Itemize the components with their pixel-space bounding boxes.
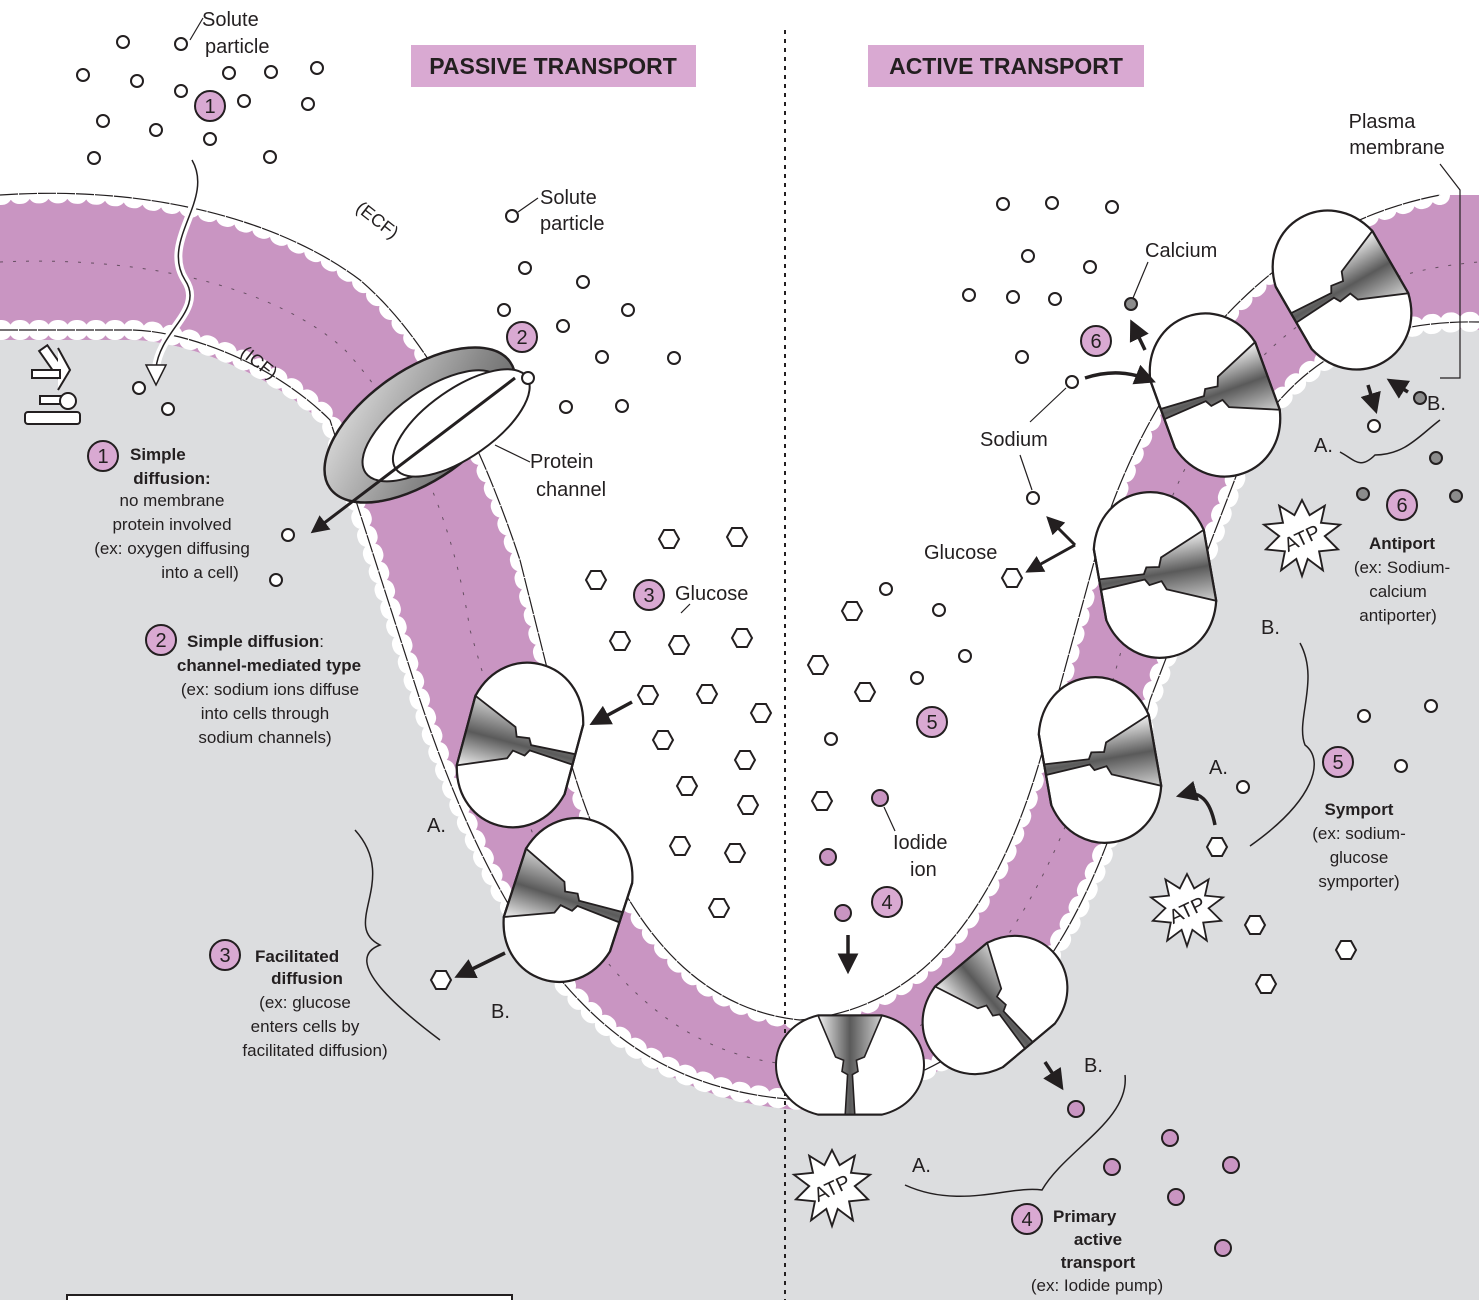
simple-diffusion-title-2: diffusion: (133, 469, 210, 488)
channel-line-2: into cells through (201, 704, 330, 723)
label-b-primary: B. (1084, 1055, 1103, 1077)
badge-4: 4 (881, 892, 892, 914)
antiport-sodium-arrow (1085, 373, 1150, 380)
plasma-membrane-label-b: membrane (1349, 137, 1445, 159)
solute-label-2b: particle (540, 213, 604, 235)
channel-title-1: Simple diffusion: (187, 632, 324, 651)
label-a-facilitated: A. (427, 815, 446, 837)
protein-channel-label-a: Protein (530, 451, 593, 473)
legend-num-2: 2 (155, 630, 166, 652)
label-a-antiport: A. (1314, 435, 1333, 457)
badge-1: 1 (204, 96, 215, 118)
label-a-primary: A. (912, 1155, 931, 1177)
facilitated-title-1: Facilitated (255, 947, 339, 966)
symport-title: Symport (1325, 800, 1394, 819)
plasma-membrane-label-a: Plasma (1349, 111, 1417, 133)
iodide-label-b: ion (910, 859, 937, 881)
primary-title-1: Primary (1053, 1207, 1117, 1226)
antiport-calcium-arrow (1133, 325, 1145, 350)
symport-line-3: symporter) (1318, 872, 1399, 891)
symport-line-2: glucose (1330, 848, 1389, 867)
solute-label-1a: Solute (202, 9, 259, 31)
legend-num-1: 1 (97, 446, 108, 468)
antiport-line-1: (ex: Sodium- (1354, 558, 1450, 577)
badge-6: 6 (1090, 331, 1101, 353)
icf-background (0, 328, 1479, 1300)
simple-diffusion-line-1: no membrane (120, 491, 225, 510)
channel-line-1: (ex: sodium ions diffuse (181, 680, 359, 699)
channel-line-3: sodium channels) (198, 728, 331, 747)
label-b-symport: B. (1261, 617, 1280, 639)
primary-line-1: (ex: Iodide pump) (1031, 1276, 1163, 1295)
facilitated-line-1: (ex: glucose (259, 993, 351, 1012)
simple-diffusion-line-2: protein involved (112, 515, 231, 534)
legend-num-4: 4 (1021, 1209, 1032, 1231)
legend-num-6: 6 (1396, 495, 1407, 517)
glucose-label-active: Glucose (924, 542, 997, 564)
antiport-line-2: calcium (1369, 582, 1427, 601)
antiport-title: Antiport (1369, 534, 1435, 553)
calcium-label: Calcium (1145, 240, 1217, 262)
facilitated-title-2: diffusion (271, 969, 343, 988)
primary-title-2: active (1074, 1230, 1122, 1249)
iodide-pump-a (776, 1015, 924, 1114)
iodide-label-a: Iodide (893, 832, 948, 854)
badge-5: 5 (926, 712, 937, 734)
simple-diffusion-title-1: Simple (130, 445, 186, 464)
badge-3: 3 (643, 585, 654, 607)
label-b-antiport: B. (1427, 393, 1446, 415)
active-heading: ACTIVE TRANSPORT (889, 53, 1123, 79)
facilitated-line-3: facilitated diffusion) (242, 1041, 387, 1060)
symport-line-1: (ex: sodium- (1312, 824, 1406, 843)
badge-2: 2 (516, 327, 527, 349)
glucose-in-arrow (595, 702, 632, 722)
bottom-box (67, 1295, 512, 1300)
passive-heading: PASSIVE TRANSPORT (429, 53, 677, 79)
protein-channel-label-b: channel (536, 479, 606, 501)
legend-num-5: 5 (1332, 752, 1343, 774)
sodium-label: Sodium (980, 429, 1048, 451)
symport-out-arrow (1050, 520, 1075, 545)
label-b-facilitated: B. (491, 1001, 510, 1023)
legend-num-3: 3 (219, 945, 230, 967)
simple-diffusion-line-3: (ex: oxygen diffusing (94, 539, 250, 558)
primary-title-3: transport (1061, 1253, 1136, 1272)
solute-label-2a: Solute (540, 187, 597, 209)
facilitated-line-2: enters cells by (251, 1017, 360, 1036)
antiport-line-3: antiporter) (1359, 606, 1436, 625)
solute-label-1b: particle (205, 36, 269, 58)
channel-title-2: channel-mediated type (177, 656, 361, 675)
label-a-symport: A. (1209, 757, 1228, 779)
glucose-label-passive: Glucose (675, 583, 748, 605)
ecf-label: (ECF) (352, 197, 402, 242)
simple-diffusion-line-4: into a cell) (161, 563, 238, 582)
